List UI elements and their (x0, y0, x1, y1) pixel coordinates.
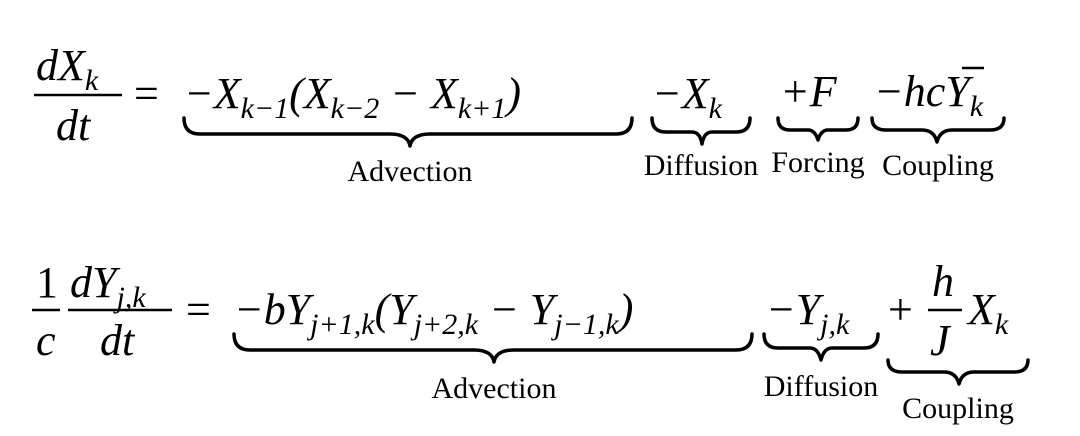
eq1-adv-p4: − X (379, 69, 460, 118)
eq2-diff-p1: j,k (816, 308, 850, 341)
svg-text:dXk: dXk (36, 41, 99, 97)
eq2-coef-numerator: 1 (36, 258, 58, 307)
equation-2: 1 c dYj,k dt = −bYj+1,k(Yj+2,k − Yj−1,k)… (32, 257, 1030, 425)
eq2-lhs-denominator: dt (100, 316, 136, 365)
eq2-coupling-label: Coupling (902, 392, 1014, 425)
eq1-lhs-denominator: dt (56, 101, 92, 150)
eq2-lhs-fraction: dYj,k dt (68, 258, 172, 365)
eq2-adv-p6: ) (616, 285, 634, 334)
eq2-coef-denominator: c (36, 316, 56, 365)
eq1-diff-p1: k (709, 92, 723, 125)
eq1-coup-p0: −hc (874, 67, 946, 116)
eq1-equals-sign: = (134, 69, 159, 118)
eq2-adv-p4: − Y (478, 285, 559, 334)
eq2-coupling-term: + h J Xk (888, 257, 1009, 365)
eq2-coupling-underbrace (886, 358, 1030, 386)
eq1-adv-p2: (X (289, 69, 333, 118)
eq1-forcing-label: Forcing (771, 146, 864, 179)
eq2-diffusion-term: −Yj,k (766, 285, 850, 341)
eq2-advection-term: −bYj+1,k(Yj+2,k − Yj−1,k) (234, 285, 633, 341)
eq1-adv-p3: k−2 (331, 92, 380, 125)
eq2-adv-p0: −bY (234, 285, 315, 334)
svg-text:Xk: Xk (966, 285, 1009, 341)
eq2-lhs-numerator-subscript: j,k (112, 281, 146, 314)
eq1-lhs-numerator-subscript: k (85, 64, 99, 97)
eq1-coupling-label: Coupling (882, 149, 994, 182)
eq2-adv-p1: j+1,k (306, 308, 375, 341)
eq2-lhs-numerator: dY (70, 258, 121, 307)
eq2-adv-p3: j+2,k (410, 308, 479, 341)
eq1-diffusion-term: −Xk (652, 69, 723, 125)
eq1-adv-p6: ) (503, 69, 521, 118)
eq1-advection-term: −Xk−1(Xk−2 − Xk+1) (184, 69, 521, 125)
eq2-coup-plus: + (888, 285, 913, 334)
eq1-advection-underbrace (182, 116, 634, 148)
eq1-diffusion-underbrace (650, 116, 752, 146)
eq1-coupling-underbrace (870, 116, 1006, 144)
eq1-forcing-term: +F (780, 67, 838, 116)
eq1-coup-p1: Y (945, 67, 974, 116)
eq2-diff-p0: −Y (766, 285, 825, 334)
eq2-advection-underbrace (232, 332, 754, 364)
eq2-adv-p2: (Y (375, 285, 419, 334)
svg-text:dYj,k: dYj,k (70, 258, 146, 314)
eq2-coefficient-fraction: 1 c (32, 258, 60, 365)
eq1-advection-label: Advection (348, 155, 473, 188)
eq1-diffusion-label: Diffusion (644, 149, 758, 182)
eq2-diffusion-label: Diffusion (764, 370, 878, 403)
eq1-coupling-term: −hcYk (874, 67, 984, 123)
eq2-adv-p5: j−1,k (550, 308, 619, 341)
eq2-advection-label: Advection (432, 372, 557, 405)
eq2-diffusion-underbrace (762, 332, 880, 362)
eq1-adv-p0: −X (184, 69, 243, 118)
eq1-diff-p0: −X (652, 69, 711, 118)
eq1-lhs-numerator: dX (36, 41, 87, 90)
eq1-coup-p2: k (970, 90, 984, 123)
eq2-coup-X: X (966, 285, 997, 334)
eq1-adv-p1: k−1 (241, 92, 290, 125)
eq2-coup-Xsub: k (995, 308, 1009, 341)
eq2-equals-sign: = (186, 285, 211, 334)
eq1-lhs-fraction: dXk dt (34, 41, 122, 150)
eq1-forcing-underbrace (776, 116, 860, 142)
eq2-coup-J: J (930, 316, 952, 365)
eq2-coup-h: h (932, 257, 954, 306)
eq1-adv-p5: k+1 (458, 92, 507, 125)
equation-1: dXk dt = −Xk−1(Xk−2 − Xk+1) Advection −X… (34, 41, 1006, 188)
